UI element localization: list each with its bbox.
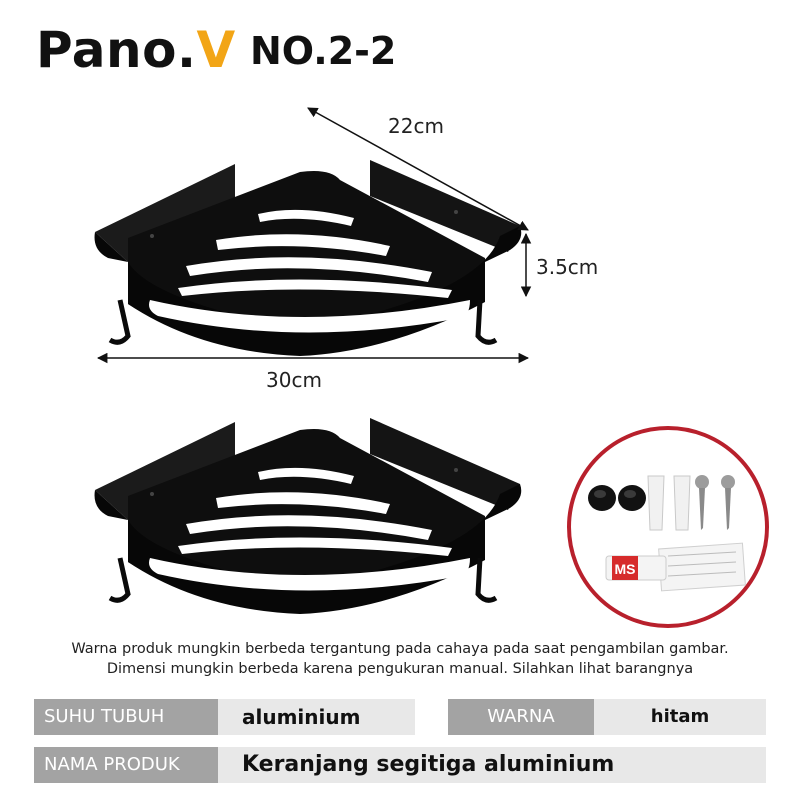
product-illustration: MS (0, 107, 769, 628)
product-name-value: Keranjang segitiga aluminium (218, 747, 766, 783)
corner-shelf-bottom (95, 418, 522, 614)
depth-arrow (307, 107, 529, 231)
instruction-sheet (658, 542, 746, 592)
material-value: aluminium (218, 699, 415, 735)
product-name-label: NAMA PRODUK (34, 747, 218, 783)
color-label: WARNA (448, 699, 594, 735)
screw-icon (695, 475, 709, 530)
screw-icon (721, 475, 735, 530)
color-value: hitam (594, 699, 766, 735)
black-cap-icon (618, 485, 646, 511)
note-dimension: Dimensi mungkin berbeda karena pengukura… (106, 661, 694, 677)
note-color: Warna produk mungkin berbeda tergantung … (71, 641, 729, 657)
black-cap-icon (588, 485, 616, 511)
wall-plug-icon (647, 475, 665, 531)
brand-logo: Pano.V (36, 22, 236, 78)
height-label: 3.5cm (536, 255, 599, 279)
width-label: 30cm (266, 368, 322, 392)
depth-label: 22cm (388, 114, 444, 138)
corner-shelf-top (95, 160, 522, 356)
wall-plug-icon (673, 475, 691, 531)
model-number: NO.2-2 (250, 29, 397, 73)
brand-accent: V (196, 21, 236, 79)
accessories-kit: MS (567, 426, 769, 628)
brand-name: Pano. (36, 21, 197, 79)
material-label: SUHU TUBUH (34, 699, 218, 735)
glue-tube-label: MS (615, 561, 636, 577)
